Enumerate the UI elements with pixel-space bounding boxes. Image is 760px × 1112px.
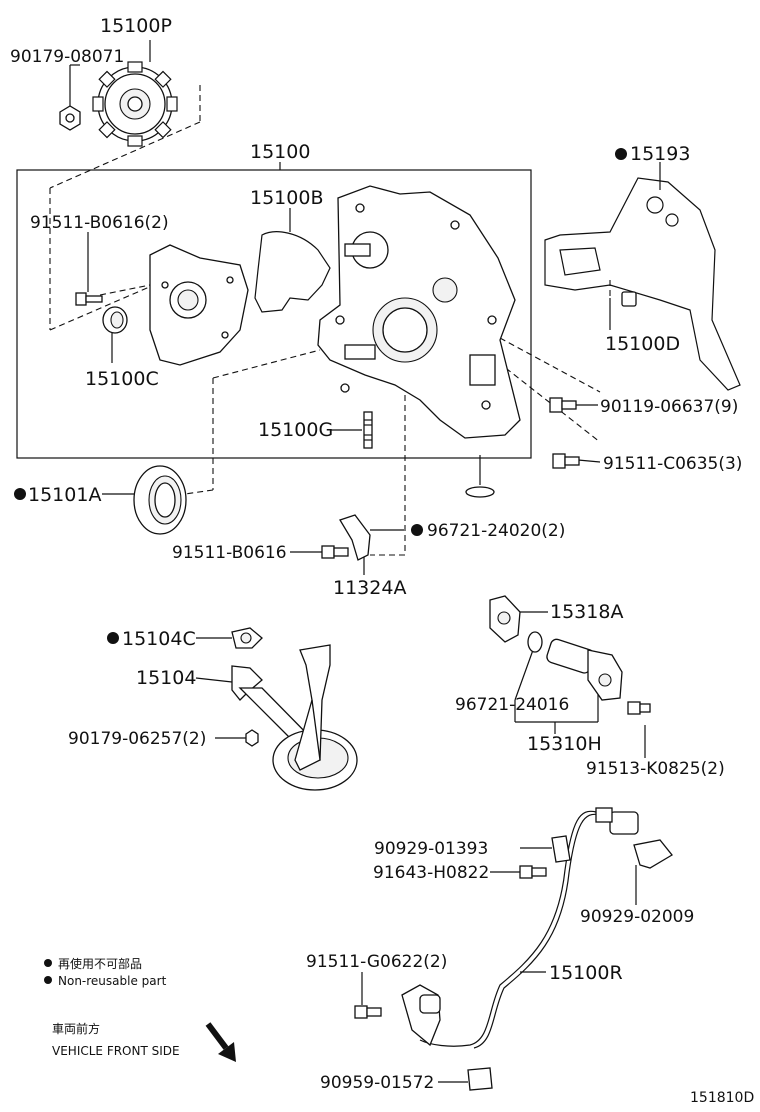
label-90179-06257: 90179-06257(2): [68, 729, 206, 749]
clip-90929-02009: [633, 839, 673, 869]
label-15104C: 15104C: [122, 628, 196, 650]
legend-text-jp: 再使用不可部品: [58, 956, 142, 971]
part-number-labels: 15100P 90179-08071 15100 15100B 91511-B0…: [10, 15, 742, 1093]
bracket-bolt: [321, 545, 349, 559]
ocv-bolt: [627, 701, 651, 715]
oil-control-valve: [546, 638, 623, 701]
cover-gasket-large: [544, 177, 741, 391]
leader-lines: [69, 40, 661, 1083]
front-note: 車両前方 VEHICLE FRONT SIDE: [52, 1021, 180, 1058]
bolt-91511-c: [552, 453, 580, 469]
label-15193: 15193: [630, 143, 690, 165]
drive-gear: [92, 61, 178, 147]
label-15100R: 15100R: [549, 962, 623, 984]
label-96721-24020: 96721-24020(2): [427, 521, 565, 541]
diagram-id: 151810D: [690, 1090, 754, 1106]
label-15100D: 15100D: [605, 333, 680, 355]
cover-gasket: [254, 231, 331, 313]
label-96721-24016: 96721-24016: [455, 695, 569, 715]
clip-90959-01572: [467, 1067, 493, 1091]
gear-nut: [59, 105, 81, 131]
label-90179-08071: 90179-08071: [10, 47, 124, 67]
label-90929-01393: 90929-01393: [374, 839, 488, 859]
plug: [621, 291, 637, 307]
front-text-jp: 車両前方: [52, 1021, 100, 1036]
ocv-gasket: [489, 595, 521, 643]
label-11324A: 11324A: [333, 577, 406, 599]
legend: 再使用不可部品 Non-reusable part: [58, 956, 167, 988]
cover-bolt: [75, 292, 103, 306]
label-91511-B0616-2: 91511-B0616(2): [30, 213, 169, 233]
label-15100B: 15100B: [250, 187, 323, 209]
nonreusable-dot-15101A: [14, 488, 26, 500]
dashed-assembly-lines: [49, 85, 611, 556]
assembly-box: [16, 169, 532, 459]
cam-sensor-harness: [401, 807, 639, 1049]
label-91643-H0822: 91643-H0822: [373, 863, 489, 883]
ocv-o-ring: [527, 631, 543, 653]
sensor-bolt-91511-g: [354, 1005, 382, 1019]
nonreusable-dot-15193: [615, 148, 627, 160]
timing-chain-cover: [317, 185, 521, 439]
nonreusable-dot-15104C: [107, 632, 119, 644]
bracket: [339, 514, 371, 561]
label-90959-01572: 90959-01572: [320, 1073, 434, 1093]
label-15100G: 15100G: [258, 419, 333, 441]
pump-cover: [149, 244, 249, 366]
legend-dot-jp: [44, 959, 52, 967]
label-15100C: 15100C: [85, 368, 159, 390]
label-15101A: 15101A: [28, 484, 101, 506]
label-91511-G0622: 91511-G0622(2): [306, 952, 447, 972]
bolt-90119: [549, 397, 577, 413]
stud-bolt: [363, 411, 373, 449]
strainer-nut: [245, 729, 259, 747]
label-15100P: 15100P: [100, 15, 172, 37]
harness-bolt-91643: [519, 865, 547, 879]
oil-strainer: [231, 644, 358, 791]
nonreusable-dot-96721-24020: [411, 524, 423, 536]
label-91511-B0616: 91511-B0616: [172, 543, 287, 563]
label-90119-06637: 90119-06637(9): [600, 397, 738, 417]
front-text-en: VEHICLE FRONT SIDE: [52, 1044, 180, 1058]
o-ring: [465, 486, 495, 498]
label-91511-C0635: 91511-C0635(3): [603, 454, 742, 474]
strainer-gasket: [231, 627, 263, 649]
label-15100: 15100: [250, 141, 310, 163]
label-90929-02009: 90929-02009: [580, 907, 694, 927]
vehicle-front-arrow: [205, 1022, 236, 1062]
oil-seal-small: [102, 306, 128, 334]
legend-dot-en: [44, 976, 52, 984]
label-15104: 15104: [136, 667, 196, 689]
label-15318A: 15318A: [550, 601, 623, 623]
label-15310H: 15310H: [527, 733, 602, 755]
crank-oil-seal: [133, 465, 187, 535]
label-91513-K0825: 91513-K0825(2): [586, 759, 725, 779]
clip-90929-01393: [551, 835, 571, 863]
legend-text-en: Non-reusable part: [58, 974, 167, 988]
